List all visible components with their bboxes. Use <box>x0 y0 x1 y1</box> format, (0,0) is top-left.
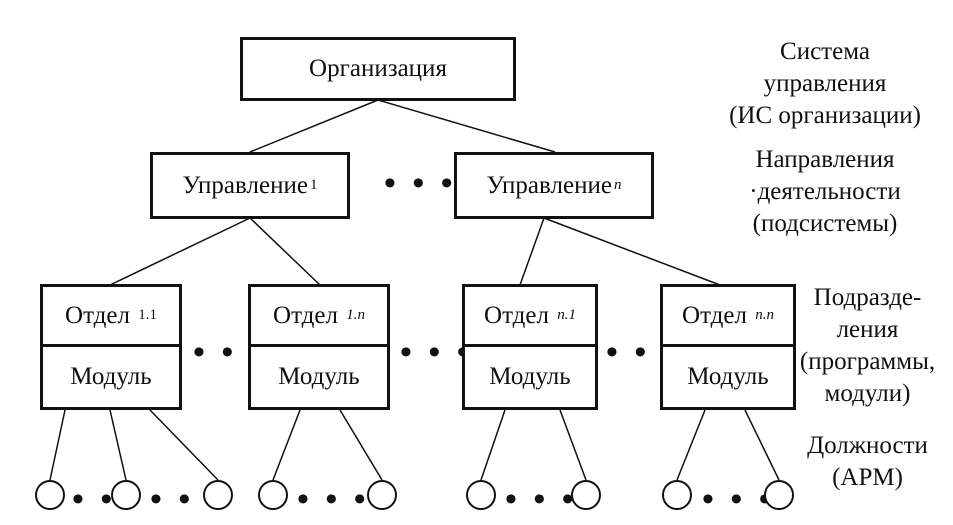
department-n-n-label: Отдел <box>682 301 747 329</box>
department-1-1-box: Отдел 1.1 Модуль <box>40 284 182 410</box>
level-label-line: ·деятельности <box>749 178 901 205</box>
position-circle <box>764 480 794 510</box>
edge-deptnn-c1 <box>676 409 706 481</box>
department-n-n-module-label: Модуль <box>687 363 769 390</box>
level-label-line: (программы, <box>799 348 936 375</box>
edge-dept1n-c1 <box>272 409 301 481</box>
position-circle <box>258 480 288 510</box>
department-1-1-subscript: 1.1 <box>138 307 157 323</box>
level-label-line: (подсистемы) <box>752 210 898 237</box>
department-n-n-subscript: n.n <box>755 307 774 323</box>
position-circle <box>111 480 141 510</box>
department-n-1-header: Отдел n.1 <box>465 287 595 347</box>
level-label-line: (АРМ) <box>832 464 903 491</box>
level-label-line: (ИС организации) <box>729 102 921 129</box>
department-n-1-label: Отдел <box>484 301 549 329</box>
position-circle <box>35 480 65 510</box>
management-n-label: Управление <box>486 171 612 199</box>
department-1-n-header: Отдел 1.n <box>251 287 387 347</box>
position-circle <box>662 480 692 510</box>
edge-dept1n-c2 <box>339 409 383 481</box>
level-label-positions: Должности (АРМ) <box>785 430 950 494</box>
edge-mgmtn-deptn1 <box>519 217 545 286</box>
department-1-n-module-label: Модуль <box>278 363 360 390</box>
edge-root-mgmt1 <box>249 99 379 153</box>
level-label-line: управления <box>763 70 887 97</box>
department-n-n-module: Модуль <box>663 347 793 407</box>
management-ellipsis: • • • <box>384 165 457 202</box>
level-label-system: Система управления (ИС организации) <box>705 36 945 132</box>
edge-root-mgmt2 <box>377 99 556 153</box>
edge-deptn1-c2 <box>559 409 587 481</box>
level-label-line: ления <box>836 316 899 343</box>
department-n-1-module-label: Модуль <box>489 363 571 390</box>
department-1-1-header: Отдел 1.1 <box>43 287 179 347</box>
management-1-label: Управление <box>182 171 308 199</box>
department-n-n-box: Отдел n.n Модуль <box>660 284 796 410</box>
position-circle <box>367 480 397 510</box>
organization-label: Организация <box>309 55 447 82</box>
position-ellipsis: • • • <box>297 481 370 518</box>
department-ellipsis-2: • • • <box>400 334 473 371</box>
edge-dept11-c1 <box>49 409 66 481</box>
position-ellipsis: • • • <box>505 481 578 518</box>
edge-mgmt1-dept1n <box>249 217 321 286</box>
position-circle <box>466 480 496 510</box>
department-n-n-header: Отдел n.n <box>663 287 793 347</box>
level-label-line: модули) <box>824 380 911 407</box>
edge-deptn1-c1 <box>480 409 506 481</box>
level-label-line: Должности <box>807 432 928 459</box>
department-1-n-subscript: 1.n <box>346 307 365 323</box>
department-1-n-label: Отдел <box>273 301 338 329</box>
position-ellipsis: • • • <box>702 481 775 518</box>
level-label-line: Система <box>780 38 870 65</box>
level-label-line: Подразде- <box>813 284 922 311</box>
edge-dept11-c2 <box>109 409 127 481</box>
department-1-n-box: Отдел 1.n Модуль <box>248 284 390 410</box>
edge-mgmtn-deptnn <box>543 217 721 286</box>
level-label-directions: Направления ·деятельности (подсистемы) <box>705 144 945 240</box>
position-circle <box>203 480 233 510</box>
department-n-1-subscript: n.1 <box>557 307 576 323</box>
department-n-1-module: Модуль <box>465 347 595 407</box>
edge-deptnn-c2 <box>744 409 780 481</box>
level-label-divisions: Подразде- ления (программы, модули) <box>785 282 950 410</box>
edge-dept11-c3 <box>149 409 219 481</box>
department-n-1-box: Отдел n.1 Модуль <box>462 284 598 410</box>
department-1-n-module: Модуль <box>251 347 387 407</box>
organization-box: Организация <box>240 37 516 101</box>
department-1-1-label: Отдел <box>65 301 130 329</box>
management-1-subscript: 1 <box>309 177 318 193</box>
management-n-subscript: n <box>613 177 622 193</box>
department-1-1-module: Модуль <box>43 347 179 407</box>
position-circle <box>571 480 601 510</box>
edge-mgmt1-dept11 <box>109 217 251 286</box>
level-label-line: Направления <box>755 146 895 173</box>
department-1-1-module-label: Модуль <box>70 363 152 390</box>
